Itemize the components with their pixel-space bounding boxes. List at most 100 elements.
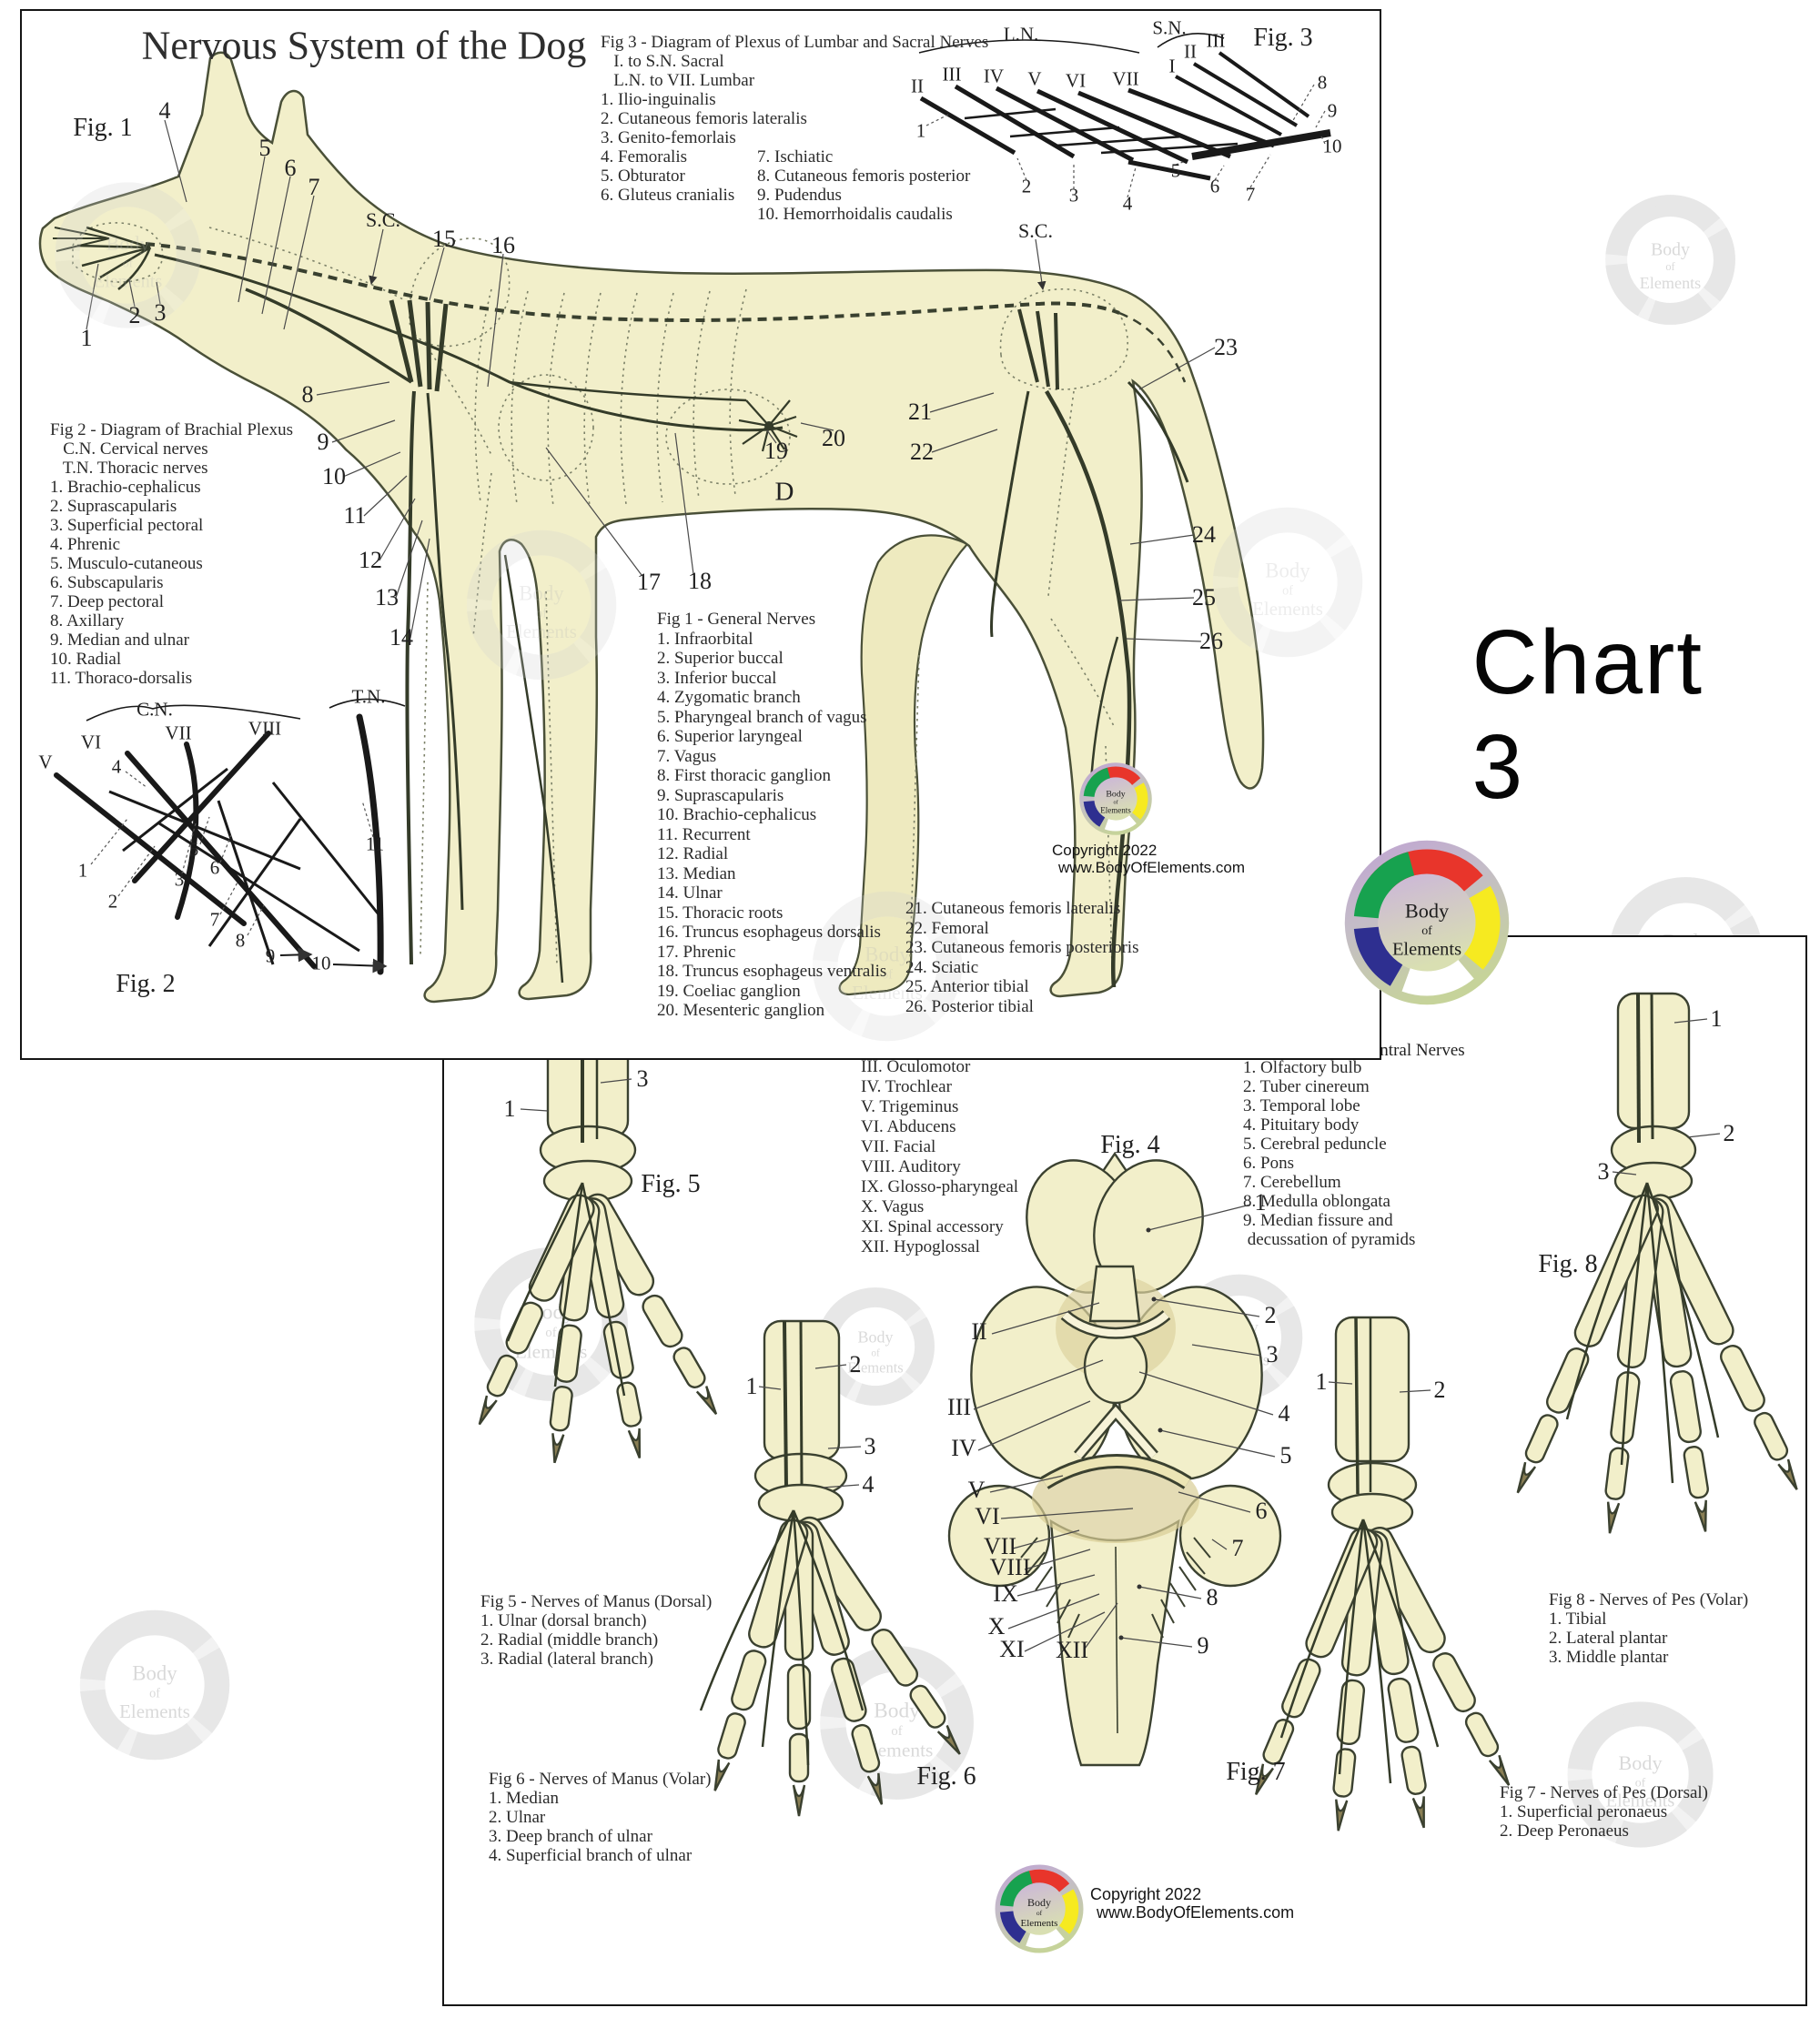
brachial-plexus-label: 1 [77, 859, 88, 882]
figure-number-label: 2 [1433, 1377, 1446, 1403]
dog-nerve-number-label: 19 [764, 438, 788, 464]
dog-nerve-number-label: 20 [822, 425, 845, 451]
watermark-text: of [871, 1348, 880, 1359]
lumbar-plexus-label: VI [1065, 69, 1087, 92]
chart-number-label: Chart 3 [1471, 611, 1704, 818]
watermark-text: Body [519, 581, 564, 604]
legend-item: 5. Musculo-cutaneous [50, 554, 203, 573]
watermark-text: Elements [119, 1700, 190, 1722]
logo-text: of [1036, 1909, 1043, 1917]
watermark-text: of [149, 1686, 160, 1700]
legend-item: 5. Cerebral peduncle [1243, 1135, 1387, 1154]
brachial-plexus-label: Fig. 2 [116, 970, 176, 998]
watermark-text: Body [106, 231, 149, 254]
legend-row: 5. Obturator 8. Cutaneous femoris posteri… [601, 166, 988, 186]
brachial-plexus-label: 7 [209, 908, 220, 931]
watermark-text: Elements [1209, 1350, 1269, 1368]
brachial-plexus-label: VI [80, 731, 102, 753]
fig5-paw-drawing [478, 1024, 718, 1464]
lumbar-plexus-label: 10 [1322, 135, 1342, 157]
fig7-paw-drawing [1255, 1316, 1511, 1831]
fig8-paw-drawing [1516, 992, 1798, 1534]
copyright-line2: www.BodyOfElements.com [1097, 1903, 1295, 1922]
watermark-text: Body [874, 1699, 920, 1722]
copyright-line2: www.BodyOfElements.com [1058, 859, 1246, 876]
legend-item: IX. Glosso-pharyngeal [861, 1177, 1019, 1196]
brain-structure-label: III [947, 1394, 971, 1420]
legend-item: 7. Ischiatic [757, 147, 834, 166]
legend-item: 2. Lateral plantar [1549, 1629, 1668, 1648]
fig8-legend-title: Fig 8 - Nerves of Pes (Volar) [1549, 1590, 1749, 1609]
lumbar-plexus-label: S.N. [1152, 16, 1187, 39]
fig6-paw-drawing [713, 1319, 961, 1817]
legend-item: 5. Obturator [601, 166, 685, 186]
fig3-legend: Fig 3 - Diagram of Plexus of Lumbar and … [601, 33, 988, 224]
figure-number-label: 1 [1315, 1368, 1328, 1395]
watermark-text: Body [1220, 1318, 1259, 1337]
figure-number-label: 3 [636, 1065, 649, 1092]
fig3-plexus-drawing [918, 33, 1331, 198]
lumbar-plexus-label: III [942, 63, 962, 86]
watermark-text: of [545, 1326, 556, 1340]
lumbar-plexus-label: Fig. 3 [1253, 24, 1313, 52]
watermark-text: Body [864, 943, 910, 965]
watermark-text: of [1665, 260, 1675, 273]
dog-nerve-number-label: 21 [908, 399, 932, 425]
legend-item: 8. First thoracic ganglion [657, 766, 832, 785]
fig3-legend-sub: I. to S.N. Sacral [601, 52, 724, 71]
lumbar-plexus-label: II [911, 75, 924, 97]
body-of-elements-logo: Body of Elements [994, 1863, 1085, 1954]
legend-item: 20. Mesenteric ganglion [657, 1001, 825, 1020]
fig2-legend-sub: T.N. Thoracic nerves [50, 459, 208, 478]
watermark-ring-icon: Body of Elements [473, 1246, 628, 1401]
brain-structure-label: V [967, 1477, 986, 1503]
legend-item: 9. Suprascapularis [657, 785, 784, 805]
lumbar-plexus-label: 6 [1209, 175, 1220, 197]
dog-nerve-number-label: Fig. 1 [73, 114, 133, 142]
brain-structure-label: II [971, 1318, 987, 1345]
dog-nerve-number-label: 17 [637, 569, 661, 595]
legend-item: 17. Phrenic [657, 942, 736, 962]
legend-item: 9. Pudendus [757, 186, 842, 205]
figure-number-label: Fig. 5 [641, 1170, 701, 1198]
watermark-text: Body [132, 1661, 177, 1684]
watermark-text: Elements [514, 1340, 587, 1362]
legend-item: 8. Cutaneous femoris posterior [757, 166, 971, 186]
dog-nerve-number-label: 10 [322, 463, 346, 489]
legend-item: 3. Middle plantar [1549, 1648, 1669, 1667]
dog-nerve-number-label: 8 [301, 381, 314, 408]
legend-item: XI. Spinal accessory [861, 1217, 1004, 1236]
brain-structure-label: 6 [1255, 1498, 1268, 1524]
fig1-legend-title: Fig 1 - General Nerves [657, 610, 816, 629]
legend-item [601, 205, 757, 224]
dog-nerve-number-label: 3 [154, 299, 167, 326]
watermark-text: of [1282, 583, 1293, 598]
legend-item: 3. Superficial pectoral [50, 516, 204, 535]
figure-number-label: 2 [1723, 1120, 1735, 1146]
legend-item: 9. Median fissure and [1243, 1211, 1393, 1230]
legend-item: 13. Median [657, 863, 736, 883]
body-of-elements-watermark: Body of Elements [801, 880, 974, 1053]
fig2-plexus-drawing [54, 698, 406, 975]
logo-ring-icon: Body of Elements [995, 1864, 1084, 1953]
legend-item: V. Trigeminus [861, 1097, 959, 1116]
legend-item: 2. Deep Peronaeus [1500, 1821, 1629, 1841]
legend-item: 10. Radial [50, 650, 122, 669]
logo-text: Body [1106, 790, 1125, 800]
watermark-ring-icon: Body of Elements [1212, 507, 1363, 658]
fig2-legend-sub: C.N. Cervical nerves [50, 439, 208, 459]
legend-item: 1. Brachio-cephalicus [50, 478, 201, 497]
legend-item: 2. Radial (middle branch) [480, 1630, 659, 1650]
brain-structure-label: 8 [1206, 1584, 1218, 1610]
legend-item: 12. Radial [657, 844, 729, 863]
watermark-text: of [122, 257, 133, 270]
lumbar-plexus-label: IV [983, 65, 1005, 87]
logo-text: Elements [1100, 806, 1131, 815]
legend-item: 1. Olfactory bulb [1243, 1058, 1362, 1077]
brain-structure-label: VII [983, 1533, 1017, 1559]
fig5-legend-title: Fig 5 - Nerves of Manus (Dorsal) [480, 1592, 713, 1611]
legend-item: 1. Median [489, 1789, 560, 1808]
brain-structure-label: VIII [989, 1554, 1031, 1580]
figure-number-label: 2 [849, 1351, 862, 1377]
dog-nerve-number-label: 13 [375, 584, 399, 610]
